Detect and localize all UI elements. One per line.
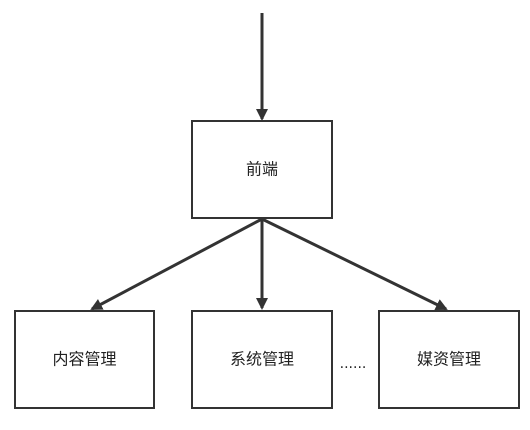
ellipsis-more-nodes: ......: [340, 356, 367, 372]
child-node-label: 媒资管理: [417, 350, 481, 369]
root-node-box: [191, 120, 333, 219]
arrow-to-content-management: [90, 217, 263, 311]
root-node: 前端: [191, 120, 333, 219]
child-node-content-management: 内容管理: [14, 310, 155, 409]
child-node-label: 内容管理: [52, 350, 116, 369]
child-node-system-management: 系统管理: [191, 310, 333, 409]
child-node-box: [191, 310, 333, 409]
child-node-label: 系统管理: [230, 350, 294, 369]
child-node-box: [14, 310, 155, 409]
root-node-label: 前端: [246, 160, 278, 179]
child-node-media-management: 媒资管理: [378, 310, 520, 409]
child-node-box: [378, 310, 520, 409]
arrow-to-media-management: [261, 217, 448, 311]
